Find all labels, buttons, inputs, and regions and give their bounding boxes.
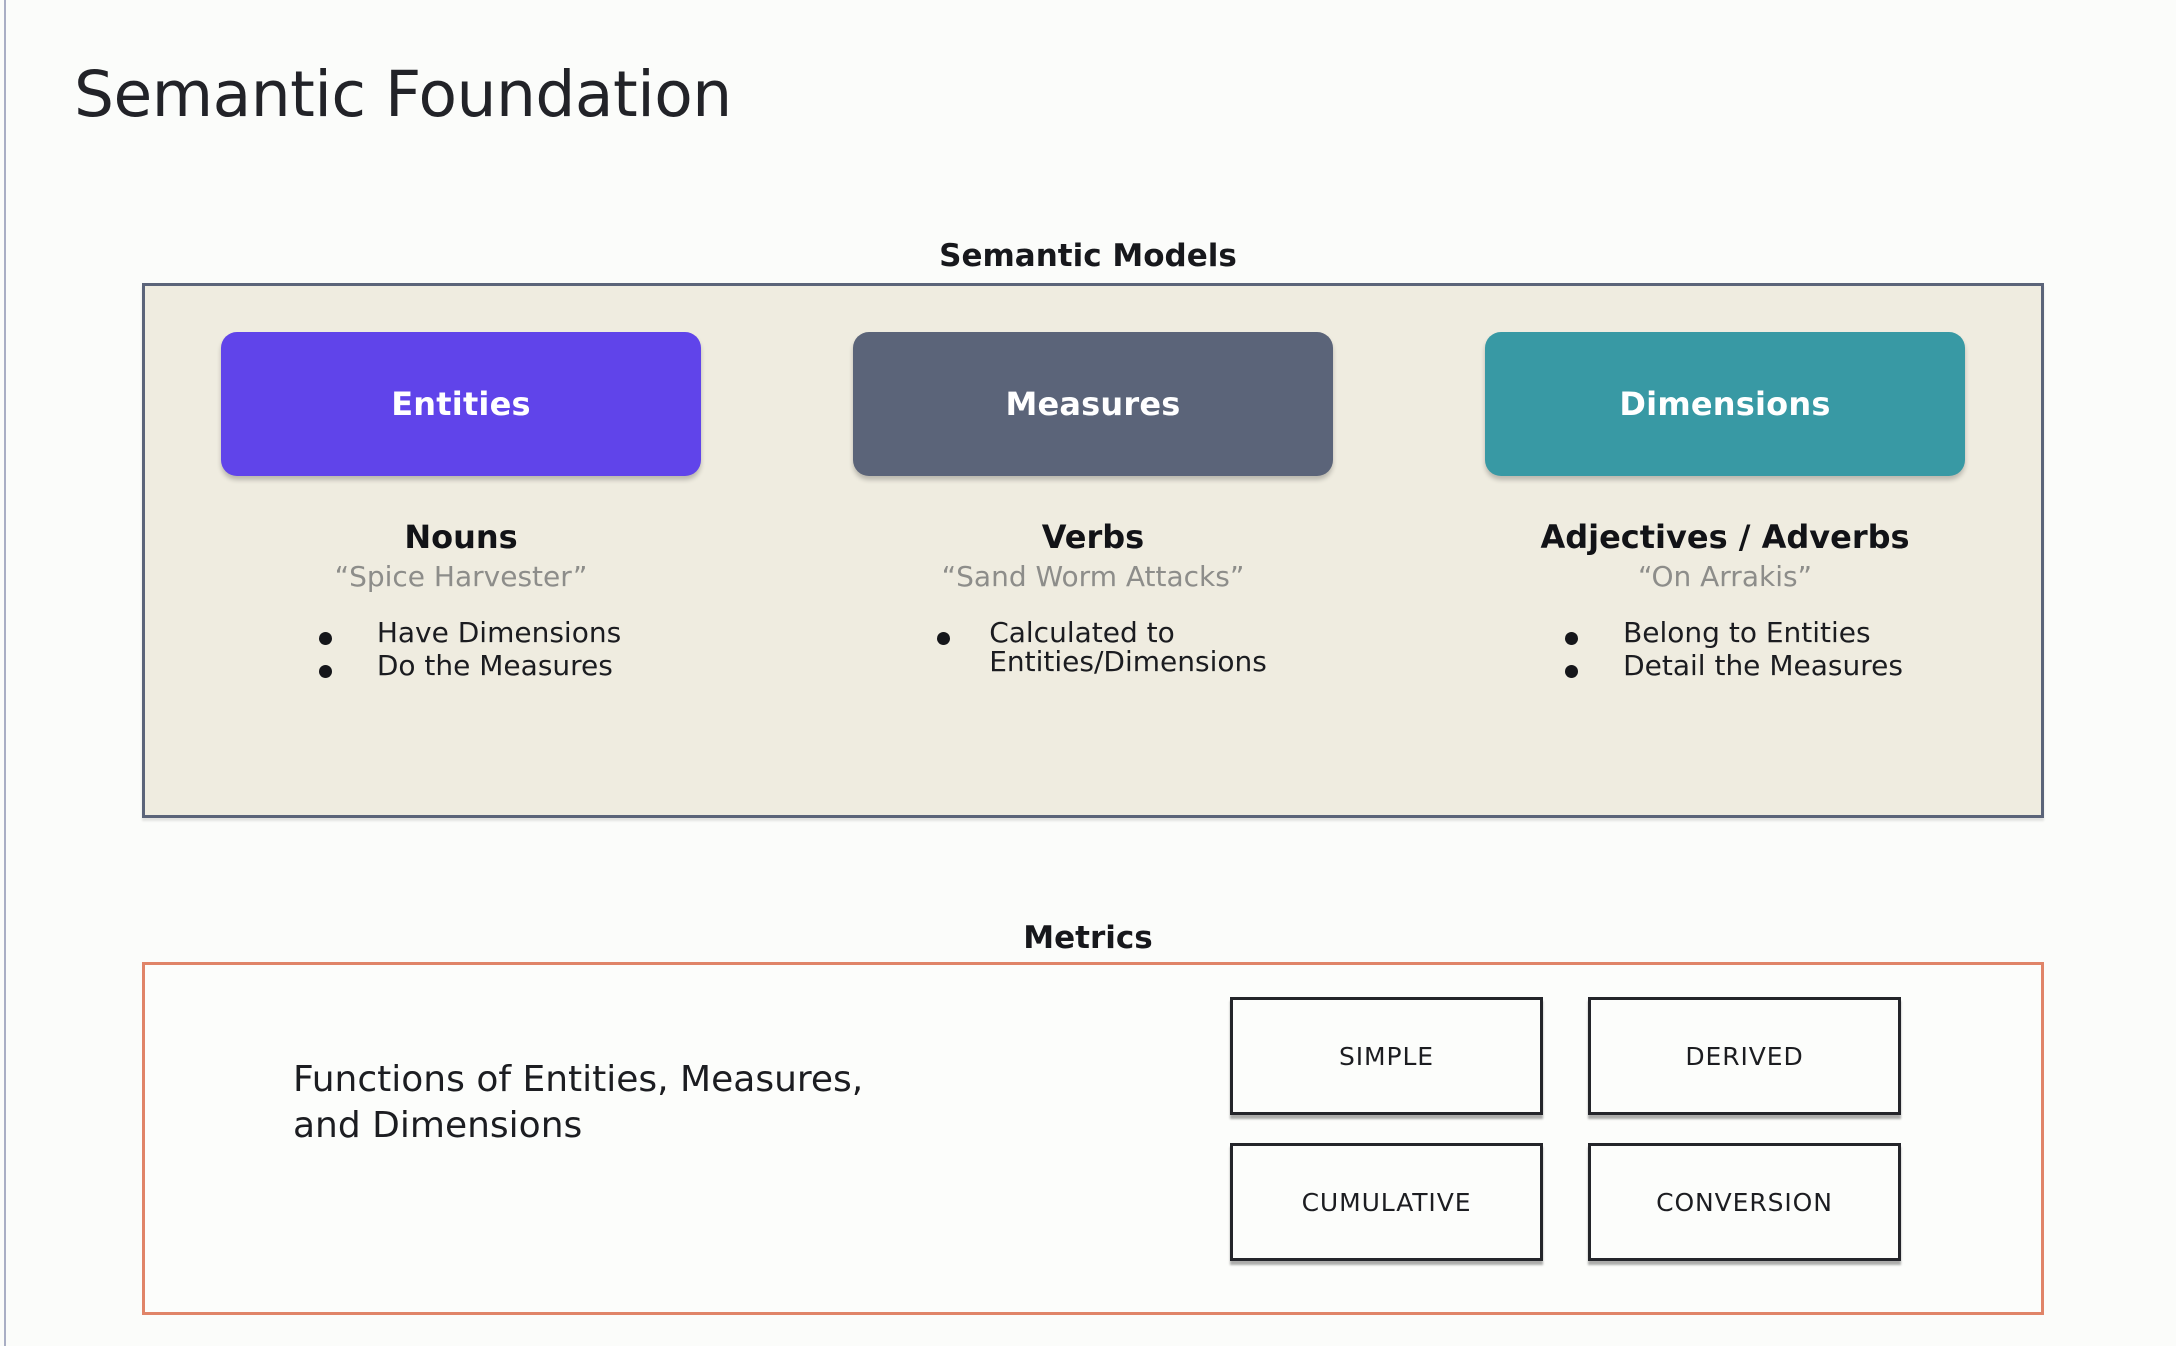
- metric-type-simple[interactable]: SIMPLE: [1230, 997, 1543, 1115]
- dimensions-pill[interactable]: Dimensions: [1485, 332, 1965, 476]
- semantic-model-column-measures: Measures Verbs “Sand Worm Attacks” Calcu…: [777, 286, 1409, 815]
- measures-pill[interactable]: Measures: [853, 332, 1333, 476]
- metrics-description: Functions of Entities, Measures, and Dim…: [293, 1059, 864, 1147]
- list-item: Detail the Measures: [1547, 651, 1903, 681]
- metric-type-cumulative[interactable]: CUMULATIVE: [1230, 1143, 1543, 1261]
- list-item: Calculated to Entities/Dimensions: [919, 618, 1267, 677]
- entities-example: “Spice Harvester”: [334, 560, 588, 593]
- entities-bullet-list: Have Dimensions Do the Measures: [301, 618, 621, 685]
- dimensions-heading: Adjectives / Adverbs: [1540, 518, 1910, 556]
- measures-bullet-list: Calculated to Entities/Dimensions: [919, 618, 1267, 681]
- semantic-models-columns: Entities Nouns “Spice Harvester” Have Di…: [145, 286, 2041, 815]
- semantic-models-panel: Entities Nouns “Spice Harvester” Have Di…: [142, 283, 2044, 818]
- metrics-caption: Metrics: [1023, 920, 1153, 956]
- entities-pill[interactable]: Entities: [221, 332, 701, 476]
- list-item: Do the Measures: [301, 651, 621, 681]
- page-title: Semantic Foundation: [74, 58, 732, 131]
- measures-example: “Sand Worm Attacks”: [941, 560, 1245, 593]
- entities-heading: Nouns: [404, 518, 518, 556]
- metrics-panel: Functions of Entities, Measures, and Dim…: [142, 962, 2044, 1315]
- metric-type-derived[interactable]: DERIVED: [1588, 997, 1901, 1115]
- dimensions-example: “On Arrakis”: [1637, 560, 1813, 593]
- semantic-model-column-dimensions: Dimensions Adjectives / Adverbs “On Arra…: [1409, 286, 2041, 815]
- metrics-type-grid: SIMPLE DERIVED CUMULATIVE CONVERSION: [1230, 997, 1901, 1261]
- measures-heading: Verbs: [1041, 518, 1145, 556]
- list-item: Belong to Entities: [1547, 618, 1903, 648]
- slide-left-edge-rule: [4, 0, 6, 1346]
- metric-type-conversion[interactable]: CONVERSION: [1588, 1143, 1901, 1261]
- semantic-models-caption: Semantic Models: [939, 238, 1237, 274]
- dimensions-bullet-list: Belong to Entities Detail the Measures: [1547, 618, 1903, 685]
- list-item: Have Dimensions: [301, 618, 621, 648]
- semantic-model-column-entities: Entities Nouns “Spice Harvester” Have Di…: [145, 286, 777, 815]
